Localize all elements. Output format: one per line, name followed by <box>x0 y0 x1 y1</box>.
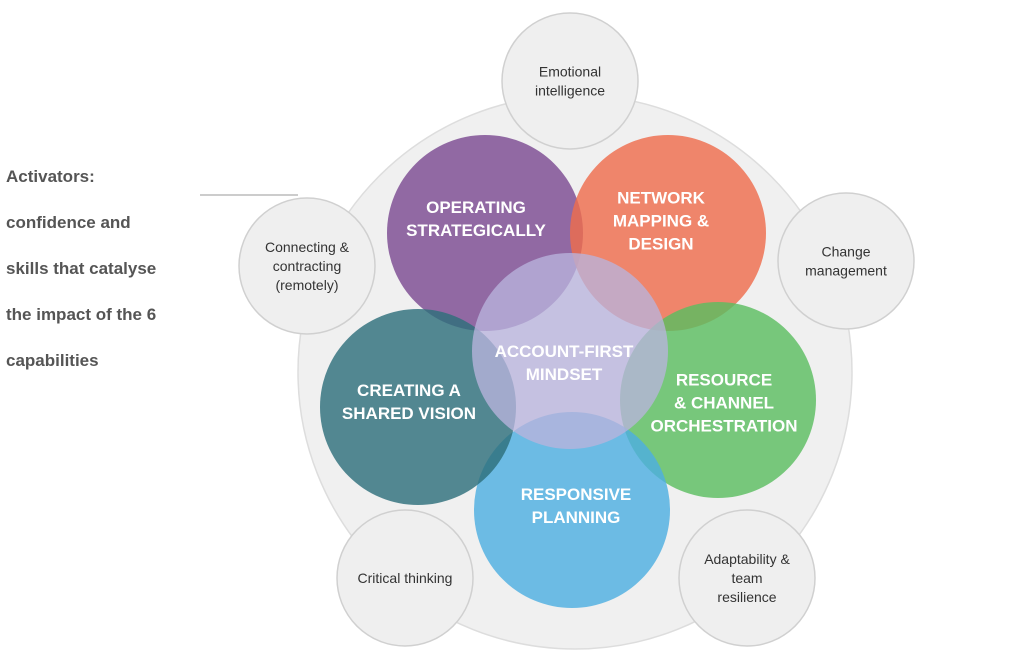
activator-change-management-circle <box>777 192 915 330</box>
capability-operating-strategically-label: STRATEGICALLY <box>406 221 546 240</box>
capability-resource-channel-circle <box>620 302 816 498</box>
activators-callout: Activators: confidence and skills that c… <box>6 142 206 372</box>
callout-line: the impact of the 6 <box>6 305 157 324</box>
activator-change-management: Change management <box>777 192 915 330</box>
capability-shared-vision-circle <box>320 309 516 505</box>
activator-connecting-circle <box>238 197 376 335</box>
activator-adaptability-circle <box>678 509 816 647</box>
center-label: MINDSET <box>526 365 603 384</box>
activator-connecting-label: contracting <box>273 258 341 274</box>
center-account-first-mindset: ACCOUNT-FIRST MINDSET <box>472 253 668 449</box>
activator-connecting: Connecting & contracting (remotely) <box>238 197 376 335</box>
capability-operating-strategically-labels: OPERATING STRATEGICALLY <box>406 198 546 240</box>
capability-network-mapping-label: MAPPING & <box>613 212 709 231</box>
activator-critical-thinking-label: Critical thinking <box>358 570 453 586</box>
capability-operating-strategically-label: OPERATING <box>426 198 526 217</box>
capability-network-mapping-label: NETWORK <box>617 189 706 208</box>
capability-responsive-planning-labels: RESPONSIVE PLANNING <box>521 485 632 527</box>
capability-responsive-planning-circle <box>474 412 670 608</box>
activator-adaptability-label: Adaptability & <box>704 551 790 567</box>
activator-emotional-intelligence: Emotional intelligence <box>501 12 639 150</box>
callout-line: capabilities <box>6 351 99 370</box>
callout-line: confidence and <box>6 213 131 232</box>
center-layer: ACCOUNT-FIRST MINDSET <box>472 253 668 449</box>
capability-shared-vision-labels: CREATING A SHARED VISION <box>342 381 476 423</box>
capability-responsive-planning <box>474 412 670 608</box>
activator-emotional-intelligence-label: intelligence <box>535 83 605 99</box>
center-label: ACCOUNT-FIRST <box>495 342 634 361</box>
capability-network-mapping-label: DESIGN <box>628 235 693 254</box>
capability-resource-channel-labels: RESOURCE & CHANNEL ORCHESTRATION <box>650 371 797 436</box>
capability-resource-channel-label: ORCHESTRATION <box>650 417 797 436</box>
activator-connecting-label: (remotely) <box>275 277 338 293</box>
capability-responsive-planning-label: PLANNING <box>532 508 621 527</box>
activator-emotional-intelligence-circle <box>501 12 639 150</box>
capability-network-mapping-labels: NETWORK MAPPING & DESIGN <box>613 189 709 254</box>
center-circle <box>472 253 668 449</box>
capability-resource-channel-label: RESOURCE <box>676 371 772 390</box>
activator-adaptability-label: resilience <box>717 589 776 605</box>
capability-shared-vision-label: CREATING A <box>357 381 461 400</box>
activator-change-management-label: Change <box>821 244 870 260</box>
activator-connecting-label: Connecting & <box>265 239 350 255</box>
activator-critical-thinking-circle <box>336 509 474 647</box>
callout-line: skills that catalyse <box>6 259 157 278</box>
capability-resource-channel <box>620 302 816 498</box>
callout-line: Activators: <box>6 167 95 186</box>
activator-adaptability: Adaptability & team resilience <box>678 509 816 647</box>
capability-resource-channel-label: & CHANNEL <box>674 394 774 413</box>
capability-shared-vision <box>320 309 516 505</box>
activator-critical-thinking: Critical thinking <box>336 509 474 647</box>
activator-change-management-label: management <box>805 263 887 279</box>
capability-responsive-planning-label: RESPONSIVE <box>521 485 632 504</box>
activator-emotional-intelligence-label: Emotional <box>539 64 601 80</box>
capability-shared-vision-label: SHARED VISION <box>342 404 476 423</box>
activator-adaptability-label: team <box>731 570 762 586</box>
